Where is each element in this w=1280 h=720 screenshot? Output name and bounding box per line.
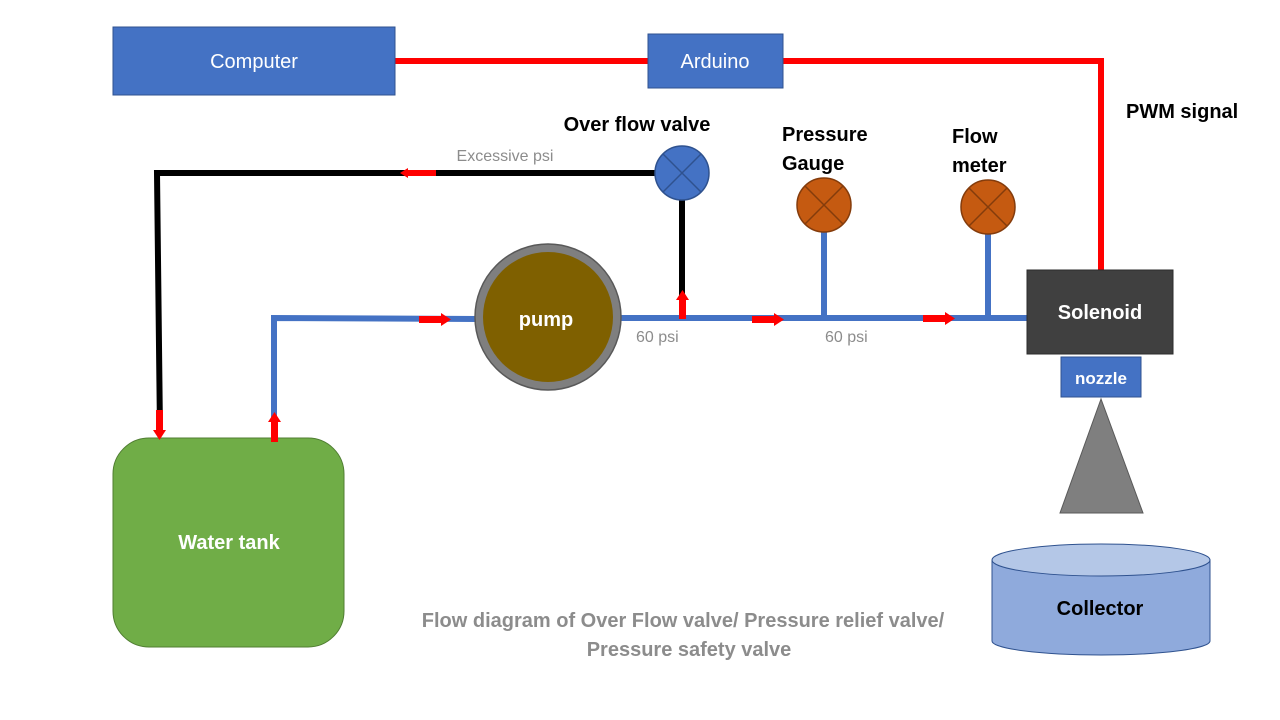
water-tank-label: Water tank	[178, 532, 280, 554]
flow-meter-label-line1: Flow	[952, 126, 998, 148]
arrow-down-return-shaft	[156, 410, 163, 432]
flow-meter-label-line2: meter	[952, 155, 1007, 177]
arrow-left-excessive-shaft	[406, 170, 436, 176]
arrow-right-mid-shaft	[752, 316, 776, 323]
arrow-right-to-solenoid-head	[945, 312, 955, 325]
arrow-up-overflow-shaft	[679, 299, 686, 319]
solenoid: Solenoid	[1026, 269, 1174, 355]
pump-label: pump	[519, 309, 573, 331]
arduino-solenoid-wire	[783, 58, 1104, 270]
overflow-valve: Over flow valve	[564, 114, 711, 201]
overflow-valve-label: Over flow valve	[564, 114, 711, 136]
arrow-right-to-pump-head	[441, 313, 451, 326]
supply-line	[271, 230, 1030, 432]
computer-label: Computer	[210, 51, 298, 73]
nozzle-rect	[1060, 356, 1142, 398]
water-tank-rect	[112, 437, 345, 648]
psi-after-pump-label: 60 psi	[636, 329, 679, 346]
collector-body	[991, 559, 1211, 656]
caption-line1: Flow diagram of Over Flow valve/ Pressur…	[422, 610, 945, 632]
signal-wires	[395, 58, 1104, 270]
pressure-gauge-cross-b	[804, 185, 844, 225]
pwm-signal-label: PWM signal	[1126, 101, 1238, 123]
arrow-down-return-head	[153, 430, 166, 440]
pressure-gauge-label-line1: Pressure	[782, 124, 868, 146]
arrow-right-mid-head	[774, 313, 784, 326]
nozzle-label: nozzle	[1075, 369, 1127, 388]
return-to-tank-pipe	[153, 170, 655, 433]
flow-meter-cross-b	[968, 187, 1008, 227]
tank-to-pump-pipe	[271, 314, 479, 432]
arrow-right-to-solenoid-shaft	[923, 315, 947, 322]
collector: Collector	[991, 543, 1211, 656]
nozzle: nozzle	[1060, 356, 1142, 398]
spray-cone	[1059, 397, 1144, 514]
collector-top	[991, 543, 1211, 577]
arrow-up-supply-shaft	[271, 420, 278, 442]
flow-meter: Flow meter	[952, 126, 1016, 235]
solenoid-rect	[1026, 269, 1174, 355]
water-tank: Water tank	[112, 437, 345, 648]
pressure-gauge: Pressure Gauge	[782, 124, 868, 233]
psi-before-solenoid-label: 60 psi	[825, 329, 868, 346]
caption-line2: Pressure safety valve	[587, 639, 792, 661]
computer-rect	[112, 26, 396, 96]
arrow-up-supply-head	[268, 412, 281, 422]
solenoid-label: Solenoid	[1058, 302, 1142, 324]
excessive-psi-label: Excessive psi	[457, 148, 554, 165]
overflow-valve-cross-b	[662, 153, 702, 193]
arduino-label: Arduino	[681, 51, 750, 73]
arrow-right-to-pump-shaft	[419, 316, 443, 323]
collector-label: Collector	[1057, 598, 1144, 620]
arrow-left-excessive-head	[400, 168, 408, 178]
caption: Flow diagram of Over Flow valve/ Pressur…	[422, 610, 945, 661]
pressure-gauge-label-line2: Gauge	[782, 153, 844, 175]
arduino-box: Arduino	[647, 33, 784, 89]
computer-box: Computer	[112, 26, 396, 96]
flow-arrows	[153, 168, 955, 442]
pump: pump	[474, 243, 622, 391]
pump-body	[483, 252, 613, 382]
arrow-up-overflow-head	[676, 290, 689, 300]
arduino-rect	[647, 33, 784, 89]
